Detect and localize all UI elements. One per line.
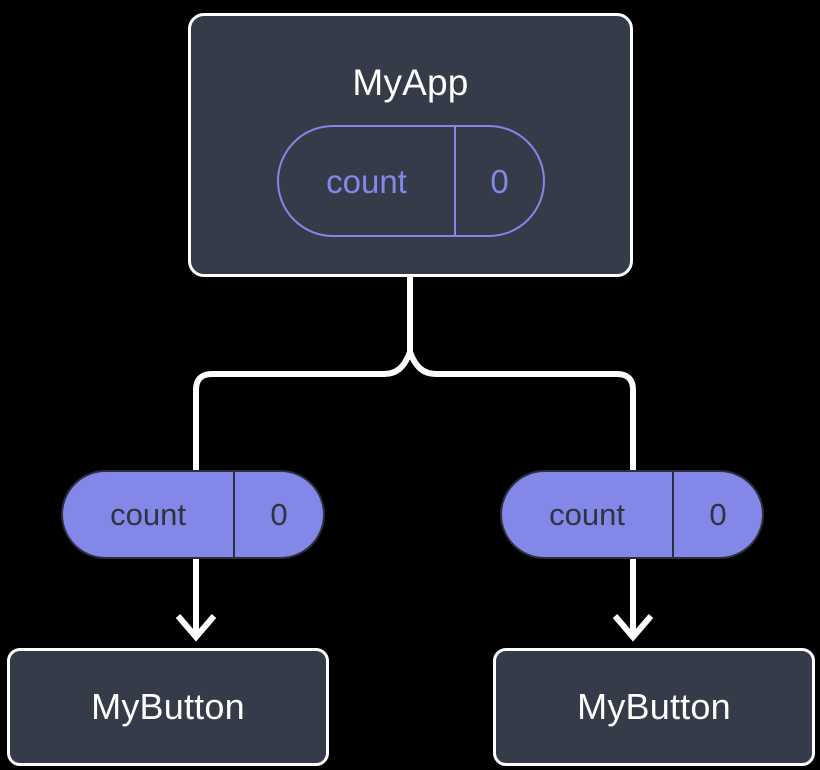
node-mybutton-left-label: MyButton xyxy=(91,686,245,727)
state-pill-right[interactable]: count 0 xyxy=(500,470,764,559)
state-pill-myapp[interactable]: count 0 xyxy=(277,125,545,237)
state-pill-right-value: 0 xyxy=(672,472,762,557)
edge-root-to-right-state xyxy=(407,350,636,470)
node-mybutton-left[interactable]: MyButton xyxy=(7,648,329,766)
node-myapp-label: MyApp xyxy=(352,62,469,103)
state-pill-left-value: 0 xyxy=(233,472,323,557)
state-pill-left[interactable]: count 0 xyxy=(61,470,325,559)
node-mybutton-right[interactable]: MyButton xyxy=(493,648,815,766)
state-pill-right-key: count xyxy=(549,497,625,532)
state-pill-myapp-key: count xyxy=(326,162,407,200)
arrowhead-left xyxy=(175,614,217,642)
state-pill-left-key: count xyxy=(110,497,186,532)
arrowhead-right xyxy=(612,614,654,642)
state-pill-myapp-value: 0 xyxy=(454,127,543,235)
node-mybutton-right-label: MyButton xyxy=(577,686,731,727)
edge-root-to-left-state xyxy=(193,350,413,470)
